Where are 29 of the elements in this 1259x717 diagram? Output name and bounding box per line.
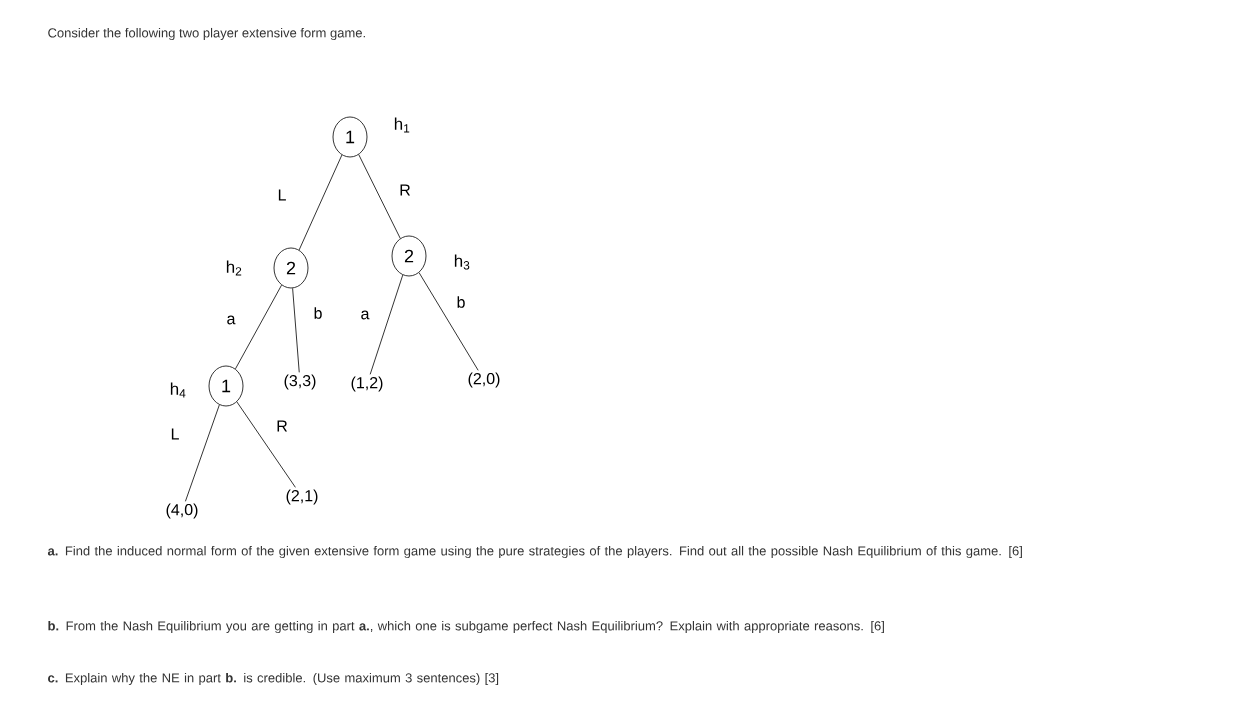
branch-line (358, 154, 401, 239)
node-name: h$_{2}$ (226, 260, 242, 276)
edge-label: b (455, 295, 467, 309)
edge-label: b (312, 306, 324, 320)
title: Consider the following two player extensive form game. (48, 27, 365, 41)
edge-label: a (359, 309, 371, 321)
branch-line (369, 274, 404, 375)
payoff-label: (4,0) (166, 503, 198, 519)
node-name: h$_{1}$ (394, 117, 410, 133)
branch-line (292, 287, 300, 373)
branch-line (185, 404, 220, 502)
branch-line (418, 272, 479, 371)
edge-label: R (275, 419, 289, 433)
edge-label: L (169, 427, 181, 441)
branch-line (235, 284, 282, 370)
payoff-label: (3,3) (284, 374, 316, 390)
question-text: a. Find the induced normal form of the given extensive form game using the pure strategies of the players. Find out all the possible Nash Equilibrium of this game. [6] (47, 545, 1022, 559)
node-name: h$_{3}$ (454, 254, 470, 270)
edge-label: R (398, 183, 412, 197)
payoff-label: (2,0) (468, 372, 500, 388)
question-text: c. Explain why the NE in part b. is credible. (Use maximum 3 sentences) [3] (48, 672, 499, 686)
payoff-label: (2,1) (286, 489, 318, 505)
edge-label: L (276, 188, 288, 202)
node-name: h$_{4}$ (170, 382, 186, 398)
branch-line (298, 154, 343, 251)
branch-line (236, 401, 296, 488)
payoff-label: (1,2) (351, 376, 383, 392)
question-text: b. From the Nash Equilibrium you are getting in part a., which one is subgame perfect Nash Equilibrium? Explain with appropriate reasons. [6] (48, 620, 884, 634)
edge-label: a (225, 314, 237, 326)
